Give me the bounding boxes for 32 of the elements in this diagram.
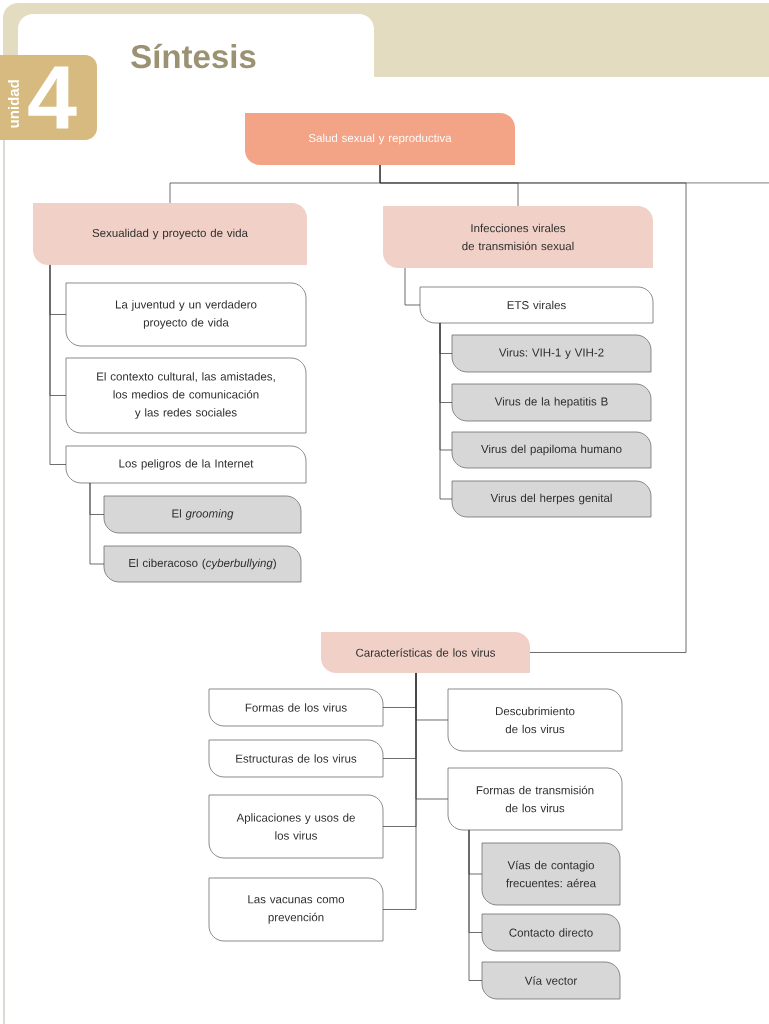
subtopic-box: Vía vector xyxy=(481,961,621,1000)
connector-line xyxy=(415,672,449,800)
subtopic-box: Virus de la hepatitis B xyxy=(451,383,652,422)
section-box: Sexualidad y proyecto de vida xyxy=(33,203,307,265)
subtopic-box: El ciberacoso (cyberbullying) xyxy=(103,545,302,583)
subtopic-box: Virus del papiloma humano xyxy=(451,431,652,469)
topic-box: Formas de los virus xyxy=(208,688,384,727)
main-topic-box: Salud sexual y reproductiva xyxy=(245,113,515,165)
topic-box: Los peligros de la Internet xyxy=(65,445,307,484)
topic-box: La juventud y un verdadero proyecto de vida xyxy=(65,282,307,347)
connector-line xyxy=(468,829,483,981)
section-box: Infecciones virales de transmisión sexual xyxy=(383,206,653,268)
connector-line xyxy=(379,164,769,184)
unit-tab: unidad 4 xyxy=(0,55,97,140)
subtopic-box: El grooming xyxy=(103,495,302,534)
subtopic-box: Vías de contagio frecuentes: aérea xyxy=(481,842,621,906)
connector-line xyxy=(404,267,421,306)
topic-box: Aplicaciones y usos de los virus xyxy=(208,794,384,859)
topic-box: Formas de transmisión de los virus xyxy=(447,767,623,831)
section-box: Características de los virus xyxy=(321,632,530,673)
connector-line xyxy=(439,322,453,500)
topic-box: Descubrimiento de los virus xyxy=(447,688,623,752)
topic-box: ETS virales xyxy=(419,286,654,324)
connector-line xyxy=(89,482,105,565)
connector-line xyxy=(49,264,67,465)
topic-box: Estructuras de los virus xyxy=(208,739,384,778)
subtopic-box: Virus: VIH-1 y VIH-2 xyxy=(451,334,652,373)
subtopic-box: Virus del herpes genital xyxy=(451,480,652,518)
topic-box: El contexto cultural, las amistades, los medios de comunicación y las redes sociales xyxy=(65,357,307,434)
topic-box: Las vacunas como prevención xyxy=(208,877,384,942)
page-title: Síntesis xyxy=(131,43,256,69)
subtopic-box: Contacto directo xyxy=(481,913,621,952)
